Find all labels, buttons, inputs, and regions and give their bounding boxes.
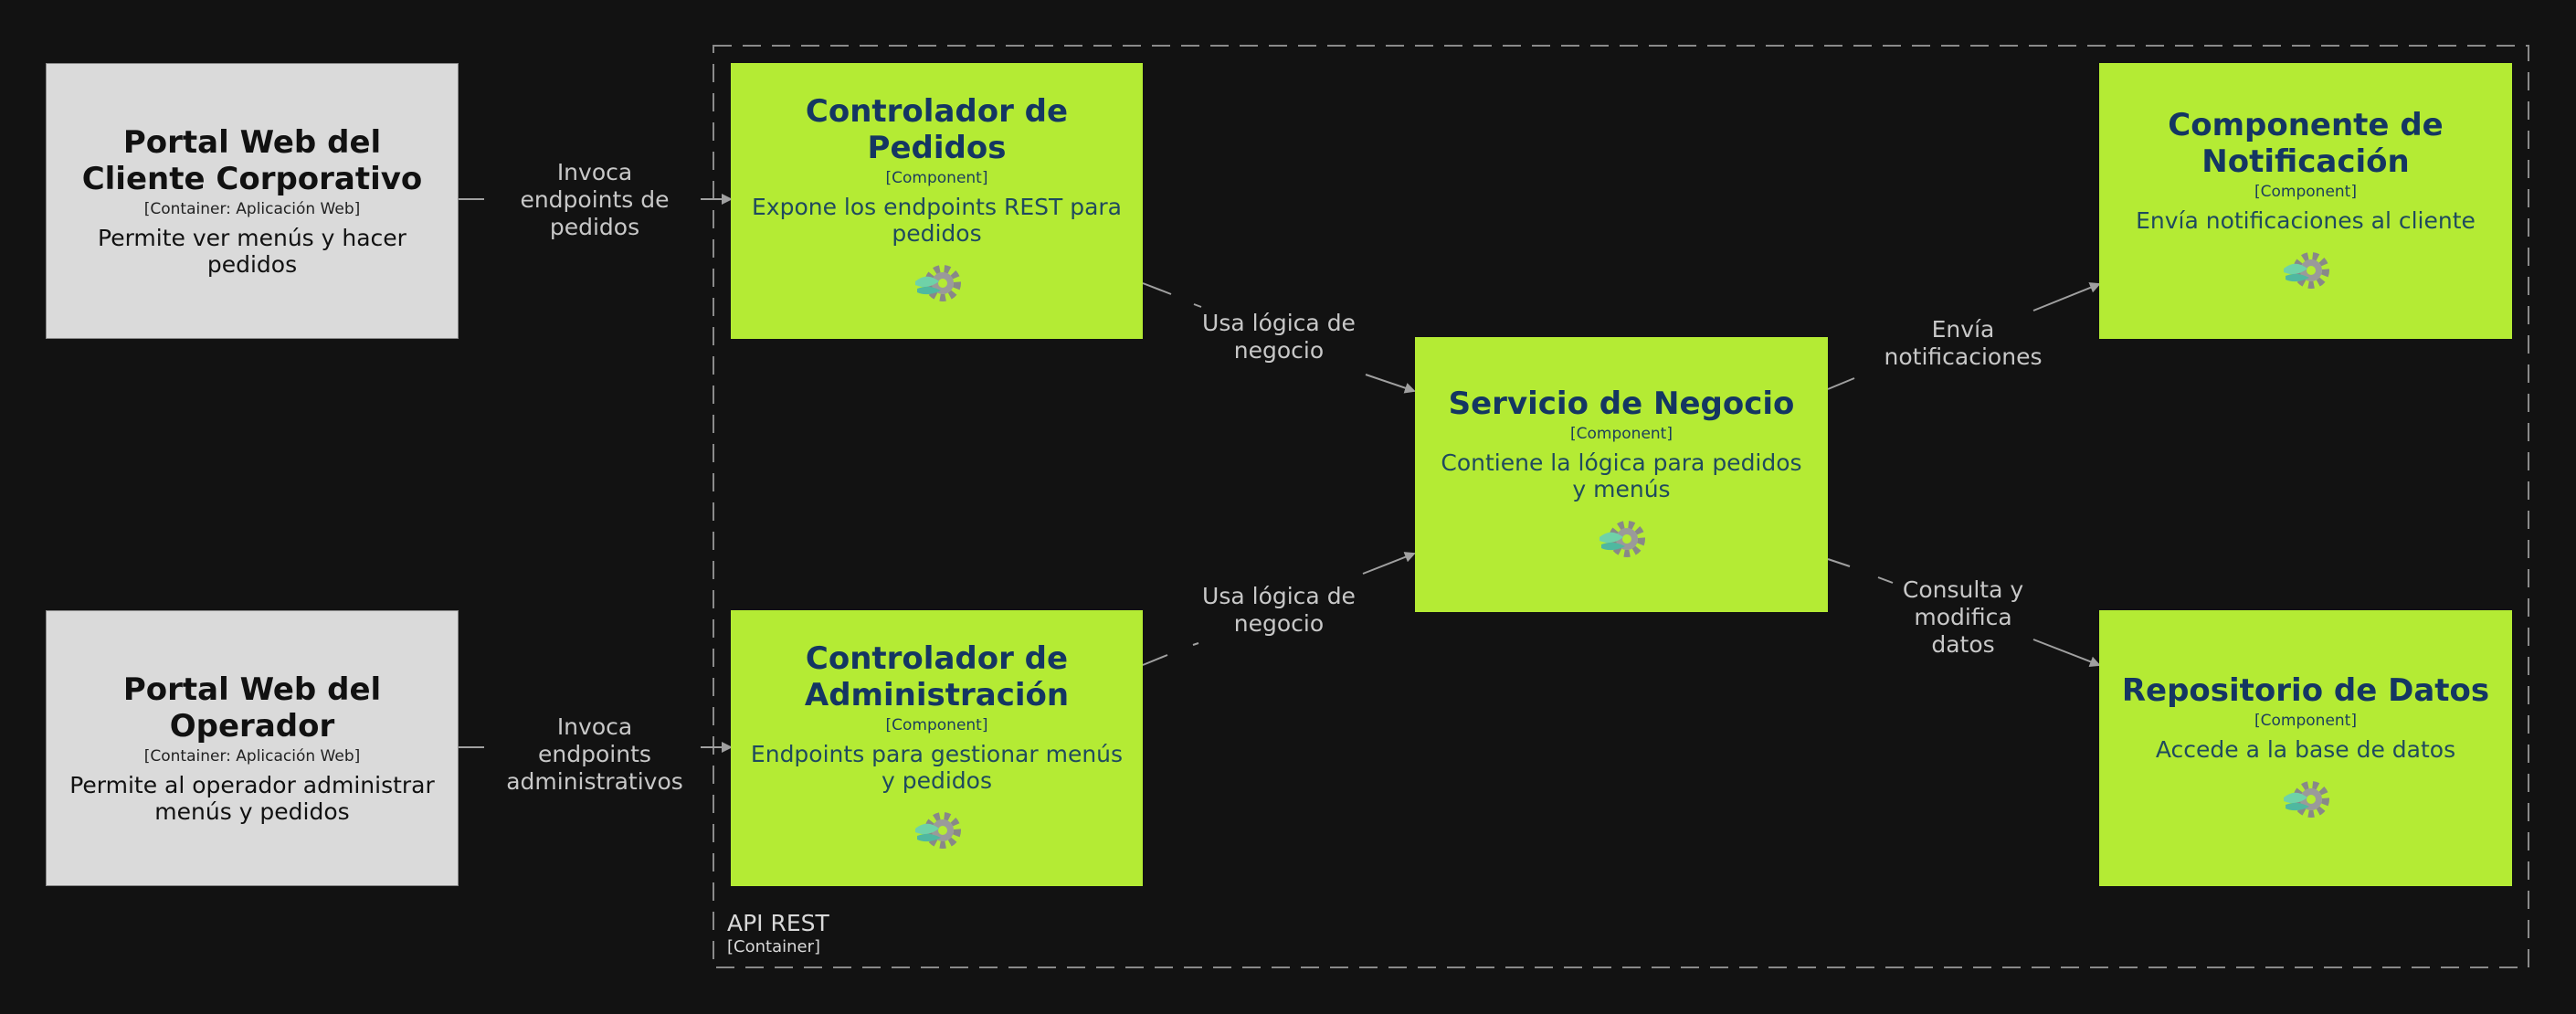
node-title: Controlador de Pedidos xyxy=(805,93,1069,166)
node-controlador-admin[interactable]: Controlador de Administración [Component… xyxy=(731,610,1143,886)
node-title: Portal Web del Cliente Corporativo xyxy=(81,124,423,197)
node-description: Contiene la lógica para pedidos y menús xyxy=(1441,449,1802,502)
node-controlador-pedidos[interactable]: Controlador de Pedidos [Component] Expon… xyxy=(731,63,1143,339)
edge-label-admin-to-servicio: Usa lógica de negocio xyxy=(1202,583,1356,637)
node-type: [Container: Aplicación Web] xyxy=(143,200,361,218)
node-componente-notificacion[interactable]: Componente de Notificación [Component] E… xyxy=(2099,63,2512,339)
boundary-outline xyxy=(713,45,2529,968)
gear-icon xyxy=(1599,520,1645,557)
edge-admin-to-servicio xyxy=(1142,554,1414,666)
gear-icon xyxy=(2284,251,2329,289)
edge-pedidos-to-servicio xyxy=(1142,282,1414,391)
node-title: Servicio de Negocio xyxy=(1448,385,1795,422)
boundary-label: API REST [Container] xyxy=(727,910,829,957)
node-description: Accede a la base de datos xyxy=(2155,735,2456,763)
gear-icon xyxy=(2284,780,2329,818)
node-portal-cliente[interactable]: Portal Web del Cliente Corporativo [Cont… xyxy=(46,63,459,339)
edge-label-operador-to-admin: Invoca endpoints administrativos xyxy=(506,713,683,795)
boundary-title: API REST xyxy=(727,910,829,936)
node-portal-operador[interactable]: Portal Web del Operador [Container: Apli… xyxy=(46,610,459,886)
node-title: Portal Web del Operador xyxy=(122,671,382,745)
node-type: [Component] xyxy=(885,716,988,734)
node-type: [Component] xyxy=(2254,711,2357,730)
edge-label-cliente-to-pedidos: Invoca endpoints de pedidos xyxy=(520,159,670,240)
edge-label-servicio-to-repositorio: Consulta y modifica datos xyxy=(1902,576,2024,658)
gear-icon xyxy=(914,265,961,301)
node-title: Componente de Notificación xyxy=(2168,106,2444,180)
edge-label-pedidos-to-servicio: Usa lógica de negocio xyxy=(1202,310,1356,364)
node-type: [Component] xyxy=(1570,424,1673,443)
node-description: Permite ver menús y hacer pedidos xyxy=(98,225,406,278)
node-servicio-negocio[interactable]: Servicio de Negocio [Component] Contiene… xyxy=(1415,337,1828,612)
node-description: Permite al operador administrar menús y … xyxy=(69,772,435,825)
edge-label-servicio-to-notificacion: Envía notificaciones xyxy=(1884,316,2043,370)
node-title: Controlador de Administración xyxy=(804,640,1070,713)
node-repositorio-datos[interactable]: Repositorio de Datos [Component] Accede … xyxy=(2099,610,2512,886)
node-type: [Component] xyxy=(885,169,988,187)
boundary-type: [Container] xyxy=(727,937,821,956)
node-title: Repositorio de Datos xyxy=(2121,671,2490,709)
node-description: Expone los endpoints REST para pedidos xyxy=(751,194,1122,247)
edge-servicio-to-notificacion xyxy=(1827,284,2099,390)
edge-servicio-to-repositorio xyxy=(1827,558,2099,665)
node-description: Endpoints para gestionar menús y pedidos xyxy=(750,741,1124,794)
node-type: [Component] xyxy=(2254,182,2357,201)
node-type: [Container: Aplicación Web] xyxy=(143,747,361,766)
node-description: Envía notificaciones al cliente xyxy=(2136,206,2476,234)
gear-icon xyxy=(914,812,961,849)
